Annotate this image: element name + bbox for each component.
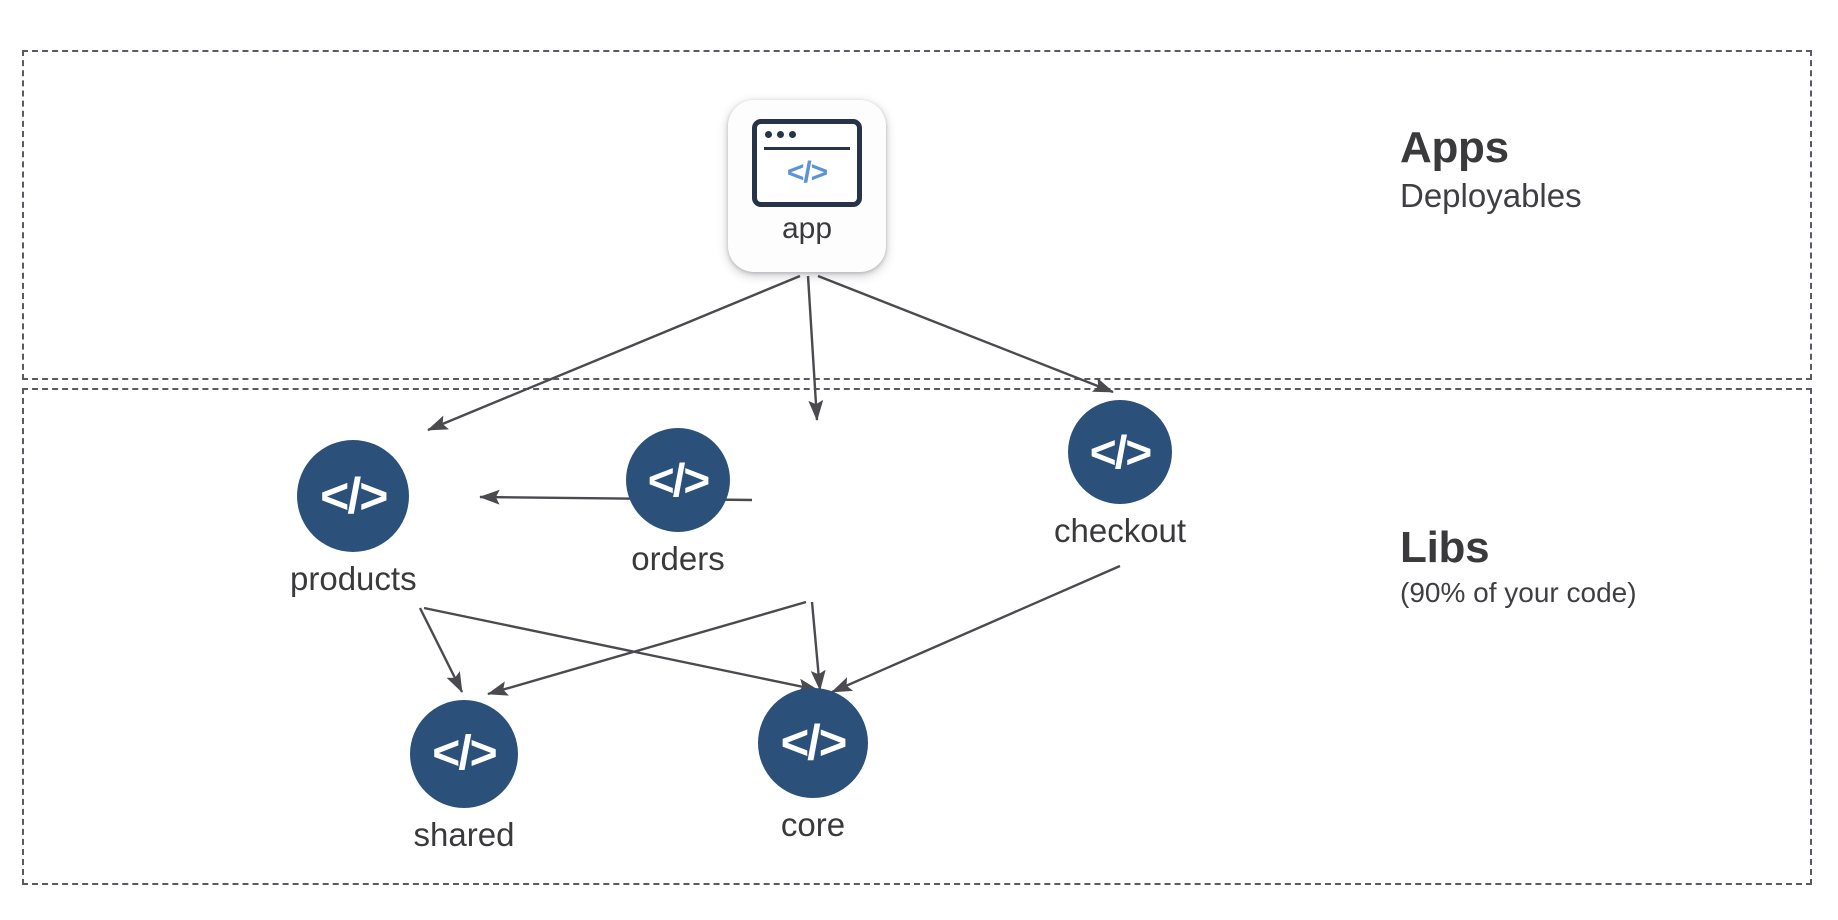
edge-app-products: [427, 274, 801, 432]
node-label-products: products: [290, 560, 417, 597]
node-orders[interactable]: </> orders: [626, 428, 730, 575]
node-label-checkout: checkout: [1054, 512, 1187, 549]
code-glyph: </>: [647, 454, 710, 506]
node-label-shared: shared: [413, 816, 515, 853]
code-brackets-icon: </>: [1068, 400, 1173, 504]
node-products[interactable]: </> products: [290, 440, 417, 595]
node-core[interactable]: </> core: [758, 688, 868, 841]
zone-subtitle-apps: Deployables: [1400, 177, 1582, 215]
browser-titlebar-rule: [764, 147, 850, 150]
edge-app-orders: [806, 275, 824, 421]
edge-checkout-core: [831, 564, 1121, 694]
code-glyph: </>: [320, 468, 388, 524]
node-label-core: core: [780, 806, 846, 843]
edge-orders-shared: [487, 600, 807, 696]
node-label-orders: orders: [631, 540, 725, 577]
node-label-app: app: [781, 212, 833, 245]
code-brackets-icon: </>: [758, 688, 868, 798]
code-glyph: </>: [780, 715, 848, 770]
node-app[interactable]: </> app: [728, 100, 886, 272]
zone-legend-libs: Libs (90% of your code): [1400, 523, 1637, 610]
edge-products-core: [423, 606, 819, 694]
edge-app-checkout: [817, 274, 1114, 394]
zone-subtitle-libs: (90% of your code): [1400, 577, 1637, 609]
code-glyph: </>: [432, 727, 497, 780]
code-brackets-icon: </>: [626, 428, 730, 532]
code-brackets-icon: </>: [410, 700, 518, 808]
code-brackets-icon: </>: [297, 440, 410, 552]
zone-title-libs: Libs: [1400, 523, 1490, 572]
node-checkout[interactable]: </> checkout: [1054, 400, 1186, 547]
zone-legend-apps: Apps Deployables: [1400, 123, 1582, 216]
node-shared[interactable]: </> shared: [410, 700, 518, 851]
code-glyph: </>: [786, 156, 828, 189]
browser-dots: [765, 131, 796, 138]
edge-orders-core: [810, 601, 826, 691]
edge-products-shared: [418, 607, 464, 693]
code-glyph: </>: [1089, 426, 1152, 478]
browser-window-code-icon: </>: [752, 119, 862, 207]
zone-title-apps: Apps: [1400, 123, 1509, 172]
